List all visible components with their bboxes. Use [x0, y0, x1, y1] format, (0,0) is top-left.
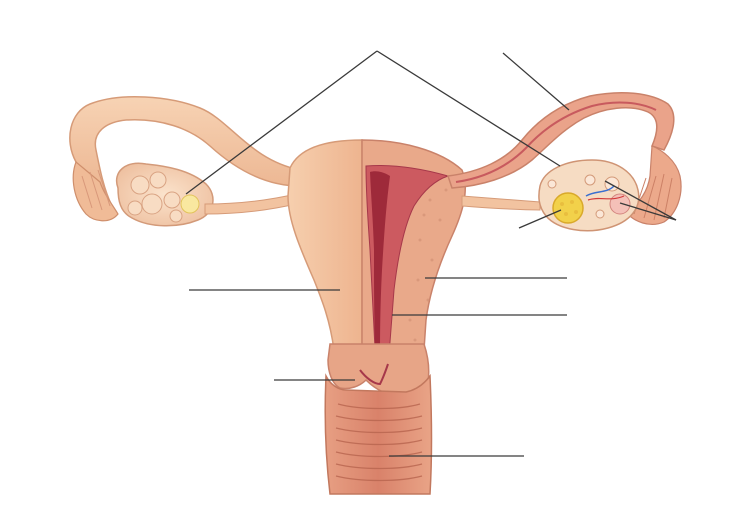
leader-line-follicle-lower	[619, 202, 677, 221]
right-ovarian-ligament	[461, 195, 541, 211]
leader-line-follicle-upper	[604, 180, 677, 221]
vagina	[324, 373, 433, 495]
uterus	[287, 139, 466, 369]
leader-line-fallopian-tube	[502, 52, 570, 111]
leader-line-ovary	[185, 50, 378, 195]
corpus-luteum	[552, 192, 584, 224]
left-ovarian-ligament	[204, 193, 297, 215]
right-ovary	[538, 159, 640, 232]
left-ovary	[115, 162, 214, 227]
leader-line-ovary-right	[376, 50, 561, 167]
cervix	[327, 343, 430, 396]
left-fallopian-tube	[69, 96, 301, 222]
right-fallopian-tube	[446, 92, 682, 225]
leader-lines	[185, 50, 677, 457]
ovarian-follicle	[609, 193, 631, 215]
leader-line-corpus-luteum	[518, 209, 562, 229]
